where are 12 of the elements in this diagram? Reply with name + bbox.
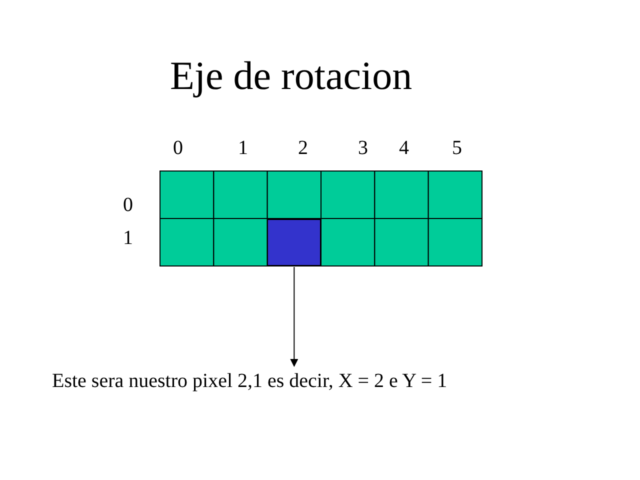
pixel-cell	[267, 218, 321, 266]
row-number: 0	[123, 194, 133, 217]
column-number: 3	[358, 137, 368, 160]
row-number: 1	[123, 227, 133, 250]
caption-text: Este sera nuestro pixel 2,1 es decir, X = 2 e Y = 1	[52, 368, 448, 394]
column-number: 0	[173, 137, 183, 160]
column-number: 1	[238, 137, 248, 160]
column-number: 5	[452, 137, 462, 160]
column-number: 4	[399, 137, 409, 160]
arrow	[290, 266, 298, 367]
column-number: 2	[298, 137, 308, 160]
title: Eje de rotacion	[170, 52, 412, 99]
